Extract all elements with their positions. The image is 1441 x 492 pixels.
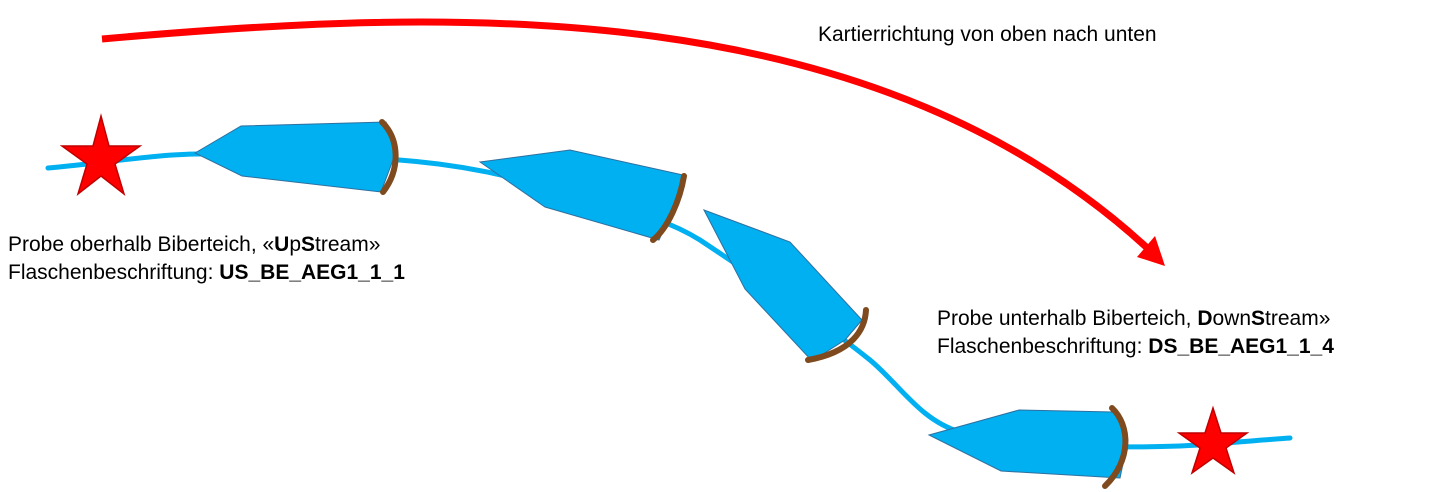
upstream-description: Probe oberhalb Biberteich, «UpStream» [8, 231, 405, 259]
upstream-desc-mid: p [289, 233, 302, 256]
beaver-dam-3 [805, 307, 869, 363]
upstream-bottle-code: US_BE_AEG1_1_1 [219, 261, 405, 284]
mapping-direction-text: Kartierrichtung von oben nach unten [818, 23, 1157, 46]
upstream-desc-suffix: tream» [315, 233, 381, 256]
downstream-desc-prefix: Probe unterhalb Biberteich, [937, 307, 1198, 330]
beaver-pond-1 [193, 121, 397, 193]
beaver-pond-3 [702, 209, 863, 362]
upstream-desc-bold-u: U [274, 233, 290, 256]
downstream-desc-bold-s: S [1251, 307, 1266, 330]
upstream-sample-label: Probe oberhalb Biberteich, «UpStream» Fl… [8, 231, 405, 287]
downstream-description: Probe unterhalb Biberteich, DownStream» [937, 305, 1334, 333]
mapping-direction-label: Kartierrichtung von oben nach unten [818, 21, 1157, 49]
beaver-dam-4 [1102, 405, 1129, 489]
upstream-desc-bold-s: S [301, 233, 316, 256]
downstream-desc-suffix: tream» [1265, 307, 1331, 330]
upstream-bottle-label: Flaschenbeschriftung: US_BE_AEG1_1_1 [8, 259, 405, 287]
upstream-desc-prefix: Probe oberhalb Biberteich, « [8, 233, 275, 256]
beaver-dam-2 [650, 173, 687, 243]
downstream-star-icon [1176, 405, 1250, 475]
downstream-sample-label: Probe unterhalb Biberteich, DownStream» … [937, 305, 1334, 361]
mapping-direction-arrow [101, 18, 1163, 263]
beaver-pond-2 [478, 149, 684, 241]
beaver-pond-4 [927, 409, 1129, 479]
downstream-desc-bold-d: D [1197, 307, 1213, 330]
downstream-desc-mid: own [1212, 307, 1252, 330]
downstream-bottle-prefix: Flaschenbeschriftung: [937, 335, 1149, 358]
upstream-star-icon [59, 113, 143, 197]
upstream-bottle-prefix: Flaschenbeschriftung: [8, 261, 220, 284]
downstream-bottle-label: Flaschenbeschriftung: DS_BE_AEG1_1_4 [937, 333, 1334, 361]
beaver-dam-1 [379, 119, 399, 195]
arrowhead-icon [1137, 236, 1165, 266]
downstream-bottle-code: DS_BE_AEG1_1_4 [1148, 335, 1334, 358]
